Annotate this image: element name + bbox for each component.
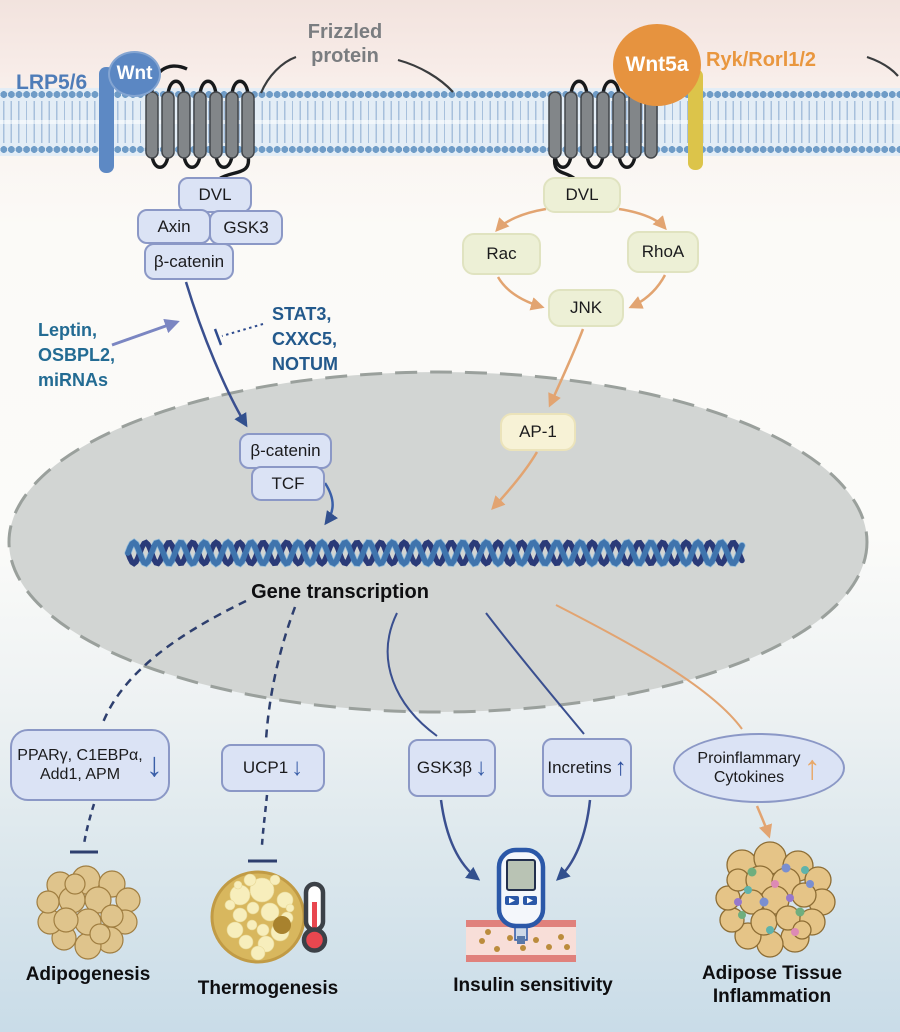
blood-vessel-icon: [466, 920, 576, 962]
beta-catenin-box: β-catenin: [144, 243, 234, 280]
thermometer-icon: [301, 881, 328, 953]
nuclear-beta-catenin-label: β-catenin: [250, 441, 321, 460]
insulin-sensitivity-label: Insulin sensitivity: [453, 975, 613, 996]
adipogenic-genes-box: PPARγ, C1EBPα, Add1, APM ↓: [10, 729, 170, 801]
adipogenic-genes-lines: PPARγ, C1EBPα, Add1, APM: [17, 746, 142, 784]
wnt-ligand: Wnt: [108, 51, 161, 97]
ap1-box: AP-1: [500, 413, 576, 451]
axin-box: Axin: [137, 209, 211, 244]
gsk3b-box: GSK3β ↓: [408, 739, 496, 797]
frizzled-label: Frizzled protein: [265, 20, 425, 68]
wnt-label: Wnt: [116, 63, 153, 84]
inhibitor-cxxc5: CXXC5,: [272, 329, 338, 349]
adipose-inflammation-line2: Inflammation: [712, 986, 832, 1007]
dvl-right-label: DVL: [565, 185, 599, 204]
dvl-box-left: DVL: [178, 177, 252, 213]
adipogenesis-label: Adipogenesis: [25, 964, 151, 985]
wnt5a-ligand: Wnt5a: [613, 24, 701, 106]
ryk-label: Ryk/Rorl1/2: [706, 49, 817, 71]
adipogenic-genes-line1: PPARγ, C1EBPα,: [17, 747, 143, 764]
cell-membrane: [0, 88, 900, 156]
membrane-midline: [0, 120, 900, 124]
gsk3-box: GSK3: [209, 210, 283, 245]
dna-helix-icon: [124, 538, 746, 568]
dvl-box-right: DVL: [543, 177, 621, 213]
frizzled-label-line1: Frizzled: [307, 21, 383, 43]
rhoa-box: RhoA: [627, 231, 699, 273]
nuclear-beta-catenin-box: β-catenin: [239, 433, 332, 469]
cytokines-ellipse: Proinflammary Cytokines ↑: [673, 733, 845, 803]
inhibitor-stat3: STAT3,: [272, 304, 332, 324]
activator-osbpl2: OSBPL2,: [38, 345, 116, 365]
cytokines-line1: Proinflammary: [697, 750, 801, 767]
up-arrow-icon: ↑: [803, 749, 821, 787]
brown-adipocyte-icon: [210, 870, 306, 964]
jnk-label: JNK: [569, 298, 603, 317]
rhoa-label: RhoA: [641, 242, 685, 261]
inhibitor-notum: NOTUM: [272, 354, 338, 374]
beta-catenin-label: β-catenin: [153, 251, 225, 271]
thermogenesis-label: Thermogenesis: [197, 978, 339, 999]
up-arrow-icon: ↑: [614, 753, 627, 781]
ap1-label: AP-1: [519, 422, 557, 441]
rac-box: Rac: [462, 233, 541, 275]
axin-label: Axin: [157, 216, 191, 236]
gsk3-label: GSK3: [223, 217, 269, 237]
dvl-left-label: DVL: [198, 185, 232, 204]
down-arrow-icon: ↓: [291, 754, 304, 781]
gene-transcription-caption: Gene transcription: [251, 581, 429, 603]
incretins-box: Incretins ↑: [542, 738, 632, 797]
adipocyte-cluster-icon: [36, 865, 141, 960]
rac-label: Rac: [486, 244, 517, 263]
ucp1-label: UCP1: [242, 758, 289, 777]
jnk-box: JNK: [548, 289, 624, 327]
down-arrow-icon: ↓: [475, 754, 488, 781]
frizzled-label-line2: protein: [311, 45, 379, 67]
tcf-label: TCF: [271, 473, 305, 493]
activators-list: Leptin, OSBPL2, miRNAs: [38, 318, 115, 393]
inhibitors-list: STAT3, CXXC5, NOTUM: [272, 302, 338, 377]
inflamed-adipose-icon: [715, 841, 836, 958]
gsk3b-label: GSK3β: [416, 758, 473, 777]
glucometer-icon: [496, 847, 546, 944]
activator-mirnas: miRNAs: [38, 370, 109, 390]
adipose-inflammation-line1: Adipose Tissue: [701, 963, 843, 984]
nucleus: [7, 370, 869, 714]
activator-leptin: Leptin,: [38, 320, 97, 340]
adipose-inflammation-label: Adipose Tissue Inflammation: [682, 962, 862, 1008]
adipogenic-genes-line2: Add1, APM: [39, 766, 121, 783]
ucp1-box: UCP1 ↓: [221, 744, 325, 792]
lrp56-label: LRP5/6: [16, 71, 88, 94]
tcf-box: TCF: [251, 466, 325, 501]
incretins-label: Incretins: [547, 757, 612, 777]
wnt5a-label: Wnt5a: [625, 53, 689, 76]
down-arrow-icon: ↓: [145, 746, 163, 784]
lipid-heads-inner: [0, 143, 900, 156]
cytokines-lines: Proinflammary Cytokines: [697, 749, 800, 787]
cytokines-line2: Cytokines: [713, 769, 785, 786]
